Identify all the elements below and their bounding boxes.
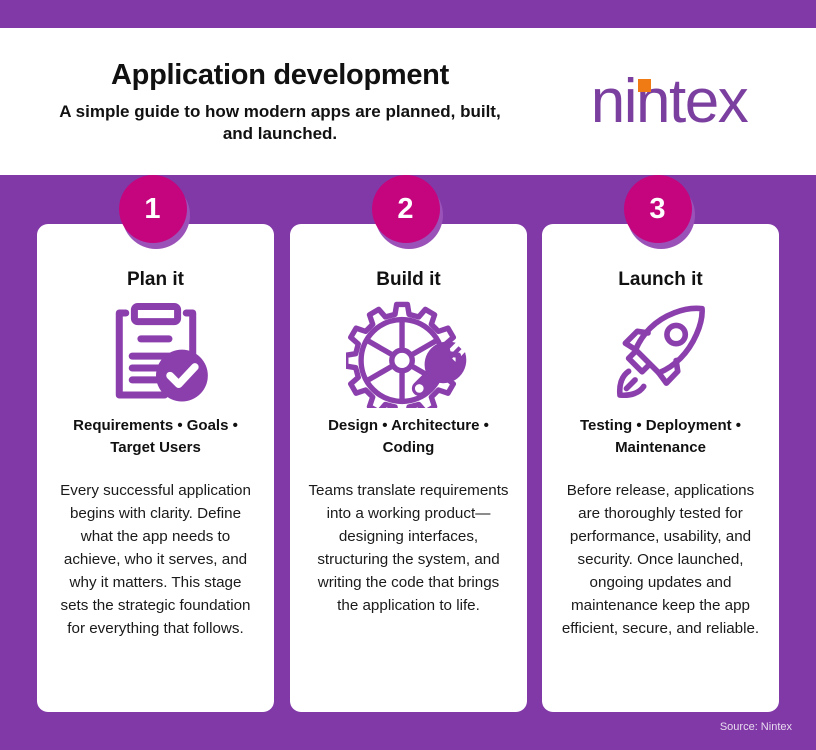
step-icon-container [556,299,765,409]
step-keywords: Design • Architecture • Coding [328,417,489,456]
nintex-logo-text: nintex [590,66,749,136]
page-subtitle: A simple guide to how modern apps are pl… [59,101,501,143]
badge-circle: 1 [118,175,187,243]
step-badge-1: 1 [118,175,193,249]
gear-wrench-icon [346,301,467,408]
wrench-icon [411,341,467,396]
step-badge-2: 2 [371,175,446,249]
step-card-build: 2 Build it [290,175,527,712]
step-icon-container [304,299,513,409]
step-keywords: Requirements • Goals • Target Users [73,417,238,456]
brand-logo: nintex [540,70,816,133]
step-keywords: Testing • Deployment • Maintenance [579,417,742,456]
rocket-icon [616,305,705,399]
steps-row: 1 Plan it Requirements • Goals • Target … [0,175,816,750]
source-label: Source: Nintex [719,721,792,733]
step-description: Teams translate requirements into a work… [308,481,509,614]
nintex-logo: nintex [591,70,749,133]
step-icon-container [51,299,260,409]
badge-number: 3 [649,192,666,225]
step-card-plan: 1 Plan it Requirements • Goals • Target … [37,175,274,712]
step-description: Every successful application begins with… [60,481,251,638]
page-title: Application development [111,58,449,91]
check-mark-icon [165,363,199,389]
header-text-block: Application development A simple guide t… [0,59,540,145]
step-description: Before release, applications are thoroug… [561,481,760,638]
badge-number: 1 [144,192,161,225]
header-band: Application development A simple guide t… [0,28,816,175]
badge-number: 2 [397,192,414,225]
badge-circle: 2 [371,175,440,243]
step-title: Launch it [618,269,703,290]
nintex-logo-dot-icon [637,78,651,92]
clipboard-check-icon [115,302,208,402]
step-title: Plan it [126,269,184,290]
badge-circle: 3 [623,175,692,243]
step-title: Build it [376,269,441,290]
step-card-launch: 3 Launch it Testing • Deployment • Maint… [542,175,779,712]
step-badge-3: 3 [623,175,698,249]
